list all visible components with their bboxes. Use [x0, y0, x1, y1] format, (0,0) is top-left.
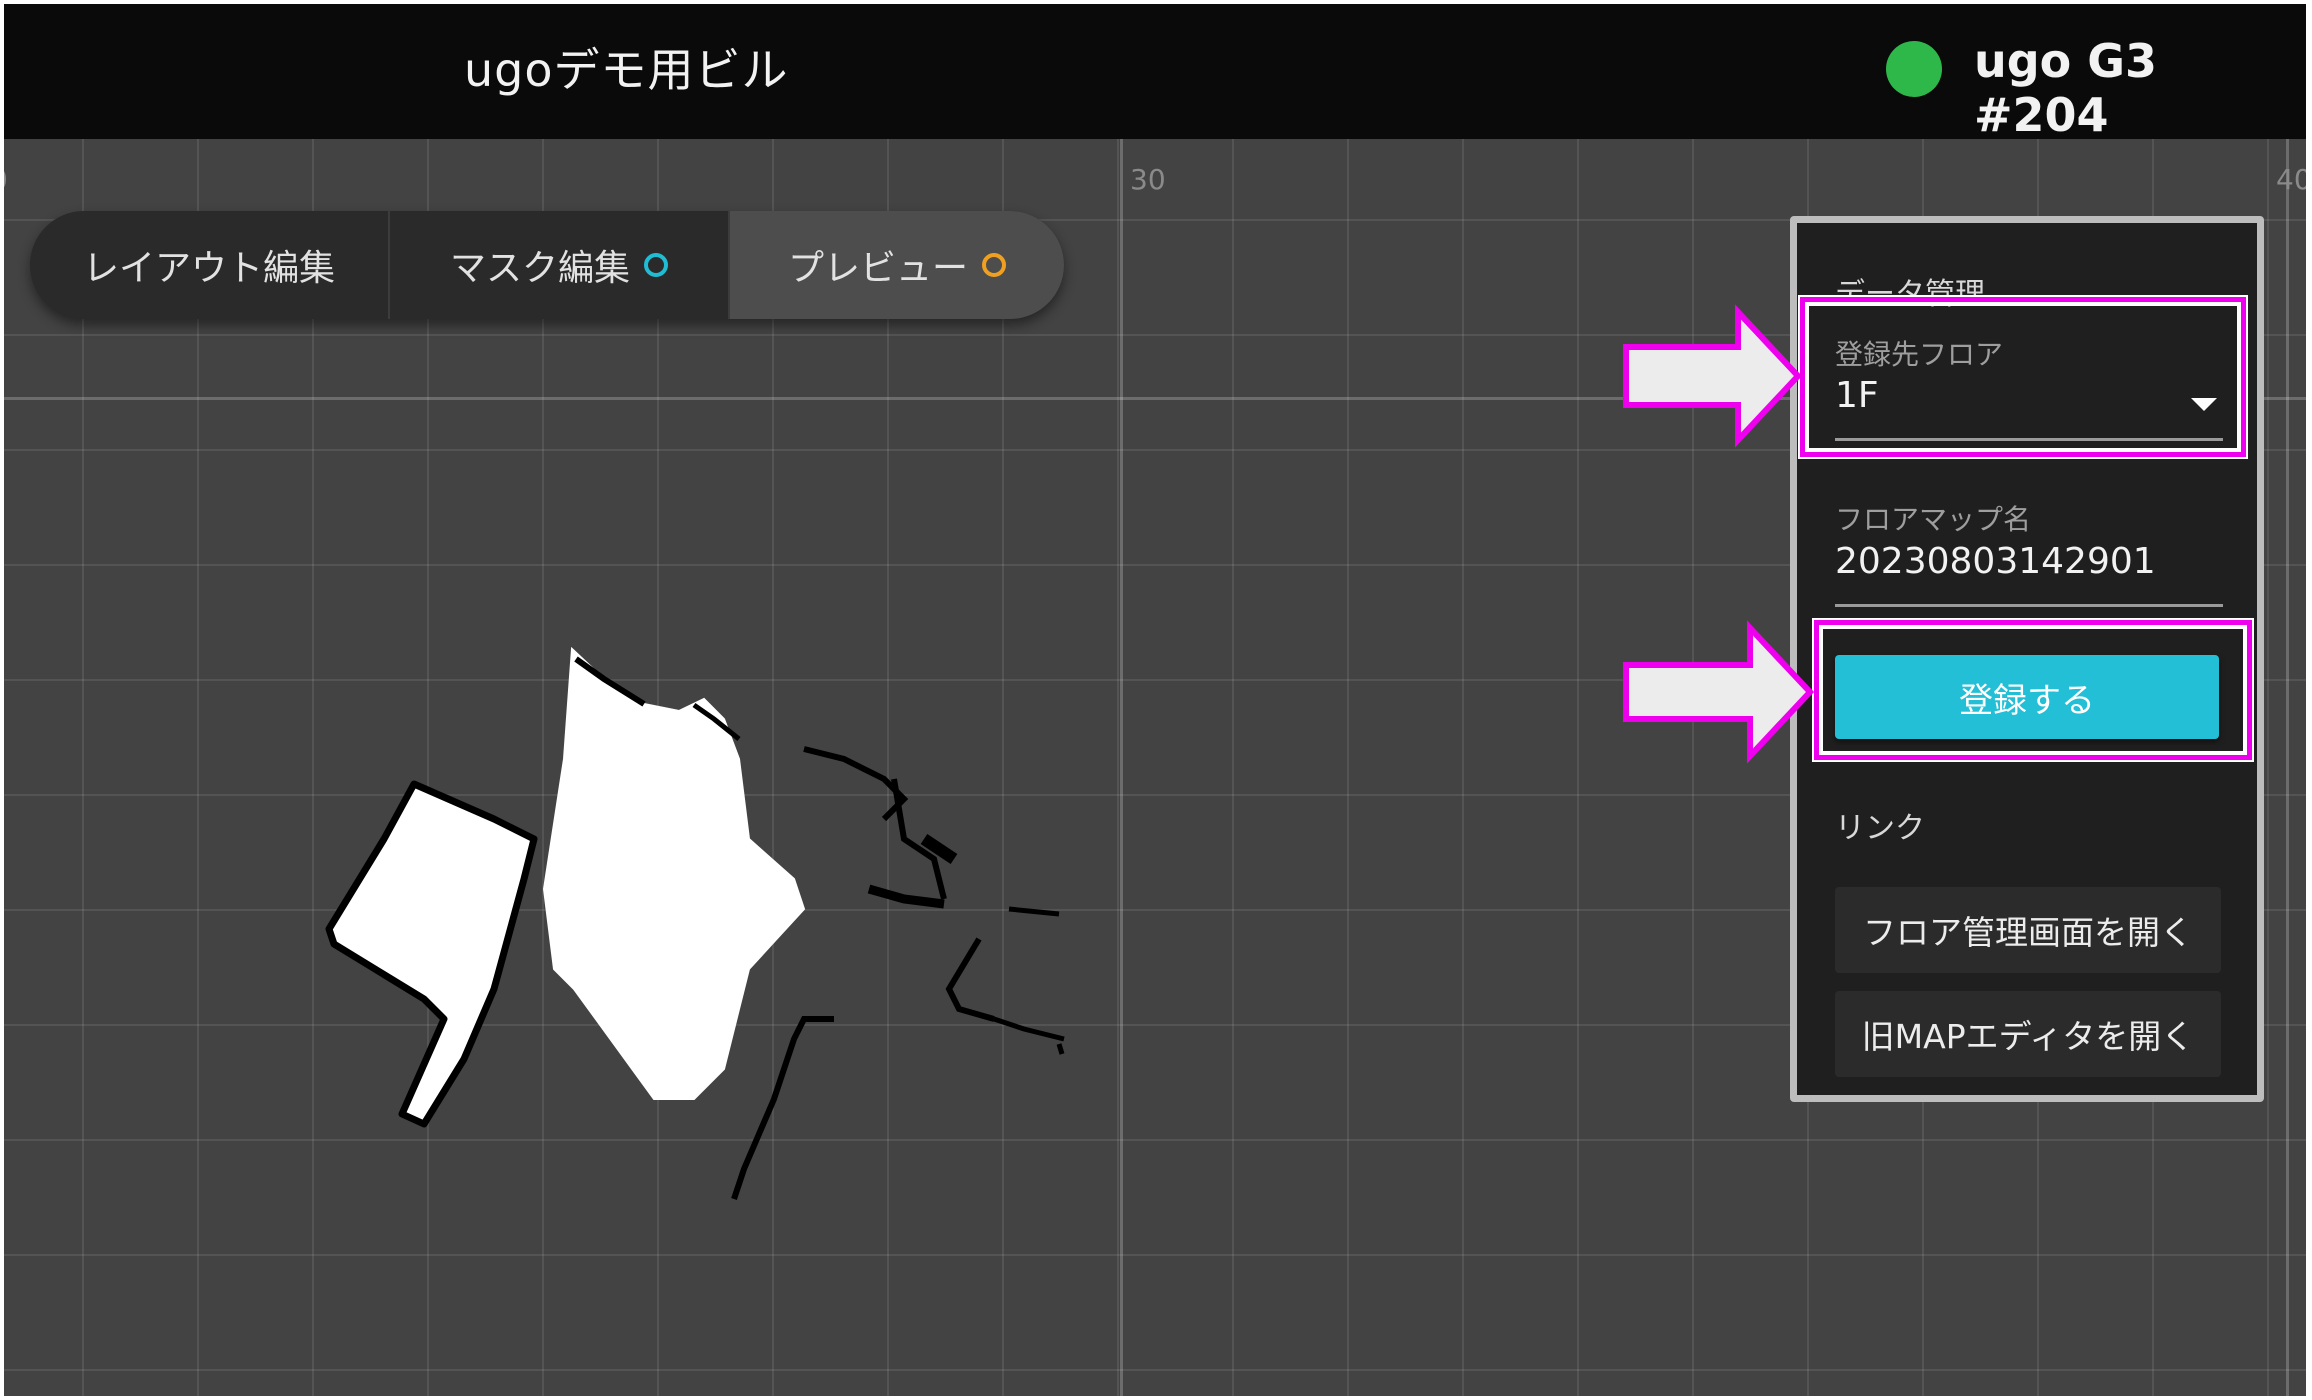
floor-map-name-underline — [1835, 604, 2223, 607]
map-wall — [692, 702, 741, 741]
caret-down-icon[interactable] — [2191, 398, 2217, 411]
robot-name: ugo G3 #204 — [1974, 34, 2158, 142]
floor-select-underline — [1835, 438, 2223, 441]
map-wall — [1008, 906, 1060, 917]
occupancy-map — [325, 646, 1065, 1200]
mode-tab-bar: レイアウト編集 マスク編集 プレビュー — [30, 211, 1064, 319]
tab-label: レイアウト編集 — [82, 248, 335, 289]
highlight-box — [1800, 297, 2246, 457]
tab-label: マスク編集 — [449, 248, 630, 289]
axis-label: 30 — [1130, 163, 1166, 196]
map-wall — [1056, 1043, 1065, 1055]
floor-map-name-label: フロアマップ名 — [1835, 503, 2032, 536]
map-wall — [945, 937, 995, 1022]
map-wall — [803, 746, 909, 822]
open-floor-management-button[interactable]: フロア管理画面を開く — [1835, 887, 2221, 973]
register-button[interactable]: 登録する — [1835, 655, 2219, 739]
grid-major-line — [2286, 139, 2289, 1396]
open-old-map-editor-button[interactable]: 旧MAPエディタを開く — [1835, 991, 2221, 1077]
panel-title: データ管理 — [1835, 277, 1985, 312]
building-title: ugoデモ用ビル — [464, 43, 789, 97]
axis-label: 40 — [2276, 163, 2306, 196]
map-wall — [867, 884, 945, 909]
header-bar: ugoデモ用ビル ugo G3 #204 — [4, 4, 2306, 142]
data-management-panel: データ管理 登録先フロア 1F フロアマップ名 20230803142901 登… — [1790, 216, 2264, 1102]
map-wall — [993, 1016, 1065, 1042]
tab-preview[interactable]: プレビュー — [730, 211, 1064, 319]
map-free-area — [542, 646, 806, 1100]
floor-select[interactable]: 1F — [1835, 375, 1879, 416]
map-wall — [521, 838, 537, 880]
highlight-box — [1814, 620, 2252, 760]
map-wall — [920, 834, 958, 864]
map-free-area — [325, 780, 538, 1128]
map-wall — [731, 1016, 834, 1200]
grid-major-line — [1120, 139, 1123, 1396]
tab-layout-edit[interactable]: レイアウト編集 — [30, 211, 390, 319]
map-wall — [574, 656, 646, 707]
status-ring-icon — [644, 253, 668, 277]
robot-status-indicator — [1886, 41, 1942, 97]
floor-map-name-input[interactable]: 20230803142901 — [1835, 541, 2156, 582]
pointer-arrow-icon — [1623, 304, 1803, 448]
links-section-title: リンク — [1835, 811, 1925, 846]
status-ring-icon — [982, 253, 1006, 277]
grid-major-line — [4, 397, 2306, 400]
app-window: ugoデモ用ビル ugo G3 #204 0 30 40 — [4, 4, 2306, 1396]
tab-mask-edit[interactable]: マスク編集 — [390, 211, 730, 319]
tab-label: プレビュー — [787, 248, 968, 289]
map-wall — [891, 778, 947, 900]
axis-label: 0 — [4, 163, 8, 196]
floor-select-label: 登録先フロア — [1835, 338, 2004, 371]
pointer-arrow-icon — [1623, 620, 1815, 764]
